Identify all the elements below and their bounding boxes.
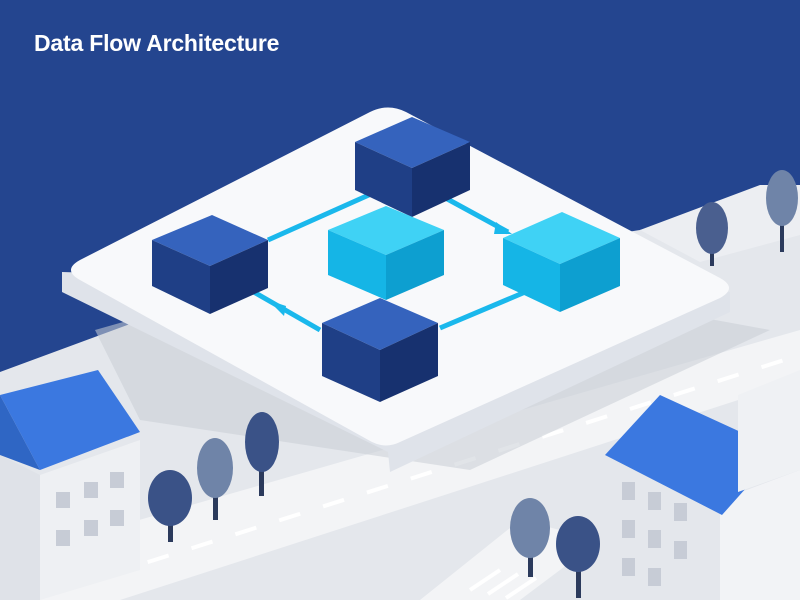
arrowhead-bottom-left bbox=[268, 300, 286, 316]
tree-2 bbox=[197, 438, 233, 520]
connector-right-bottom bbox=[439, 287, 531, 331]
building-distant bbox=[738, 370, 800, 492]
tree-1 bbox=[148, 470, 192, 542]
diagram-connectors bbox=[243, 187, 531, 333]
tree-6 bbox=[696, 202, 728, 266]
node-right bbox=[503, 212, 620, 312]
node-center bbox=[328, 206, 444, 300]
tree-7 bbox=[766, 170, 798, 252]
building-right-house bbox=[605, 395, 800, 600]
tree-5 bbox=[556, 516, 600, 598]
crosswalk bbox=[468, 568, 538, 600]
tree-3 bbox=[245, 412, 279, 496]
diagram-title: Data Flow Architecture bbox=[34, 30, 280, 56]
node-top bbox=[355, 117, 470, 217]
connector-left-top bbox=[266, 187, 382, 243]
building-left-house bbox=[0, 370, 140, 600]
arrowhead-top-right bbox=[494, 222, 512, 234]
roof bbox=[0, 370, 140, 470]
road-markings bbox=[59, 353, 800, 592]
node-bottom bbox=[322, 298, 438, 402]
roof bbox=[605, 395, 780, 515]
node-left bbox=[152, 215, 268, 314]
tree-4 bbox=[510, 498, 550, 577]
